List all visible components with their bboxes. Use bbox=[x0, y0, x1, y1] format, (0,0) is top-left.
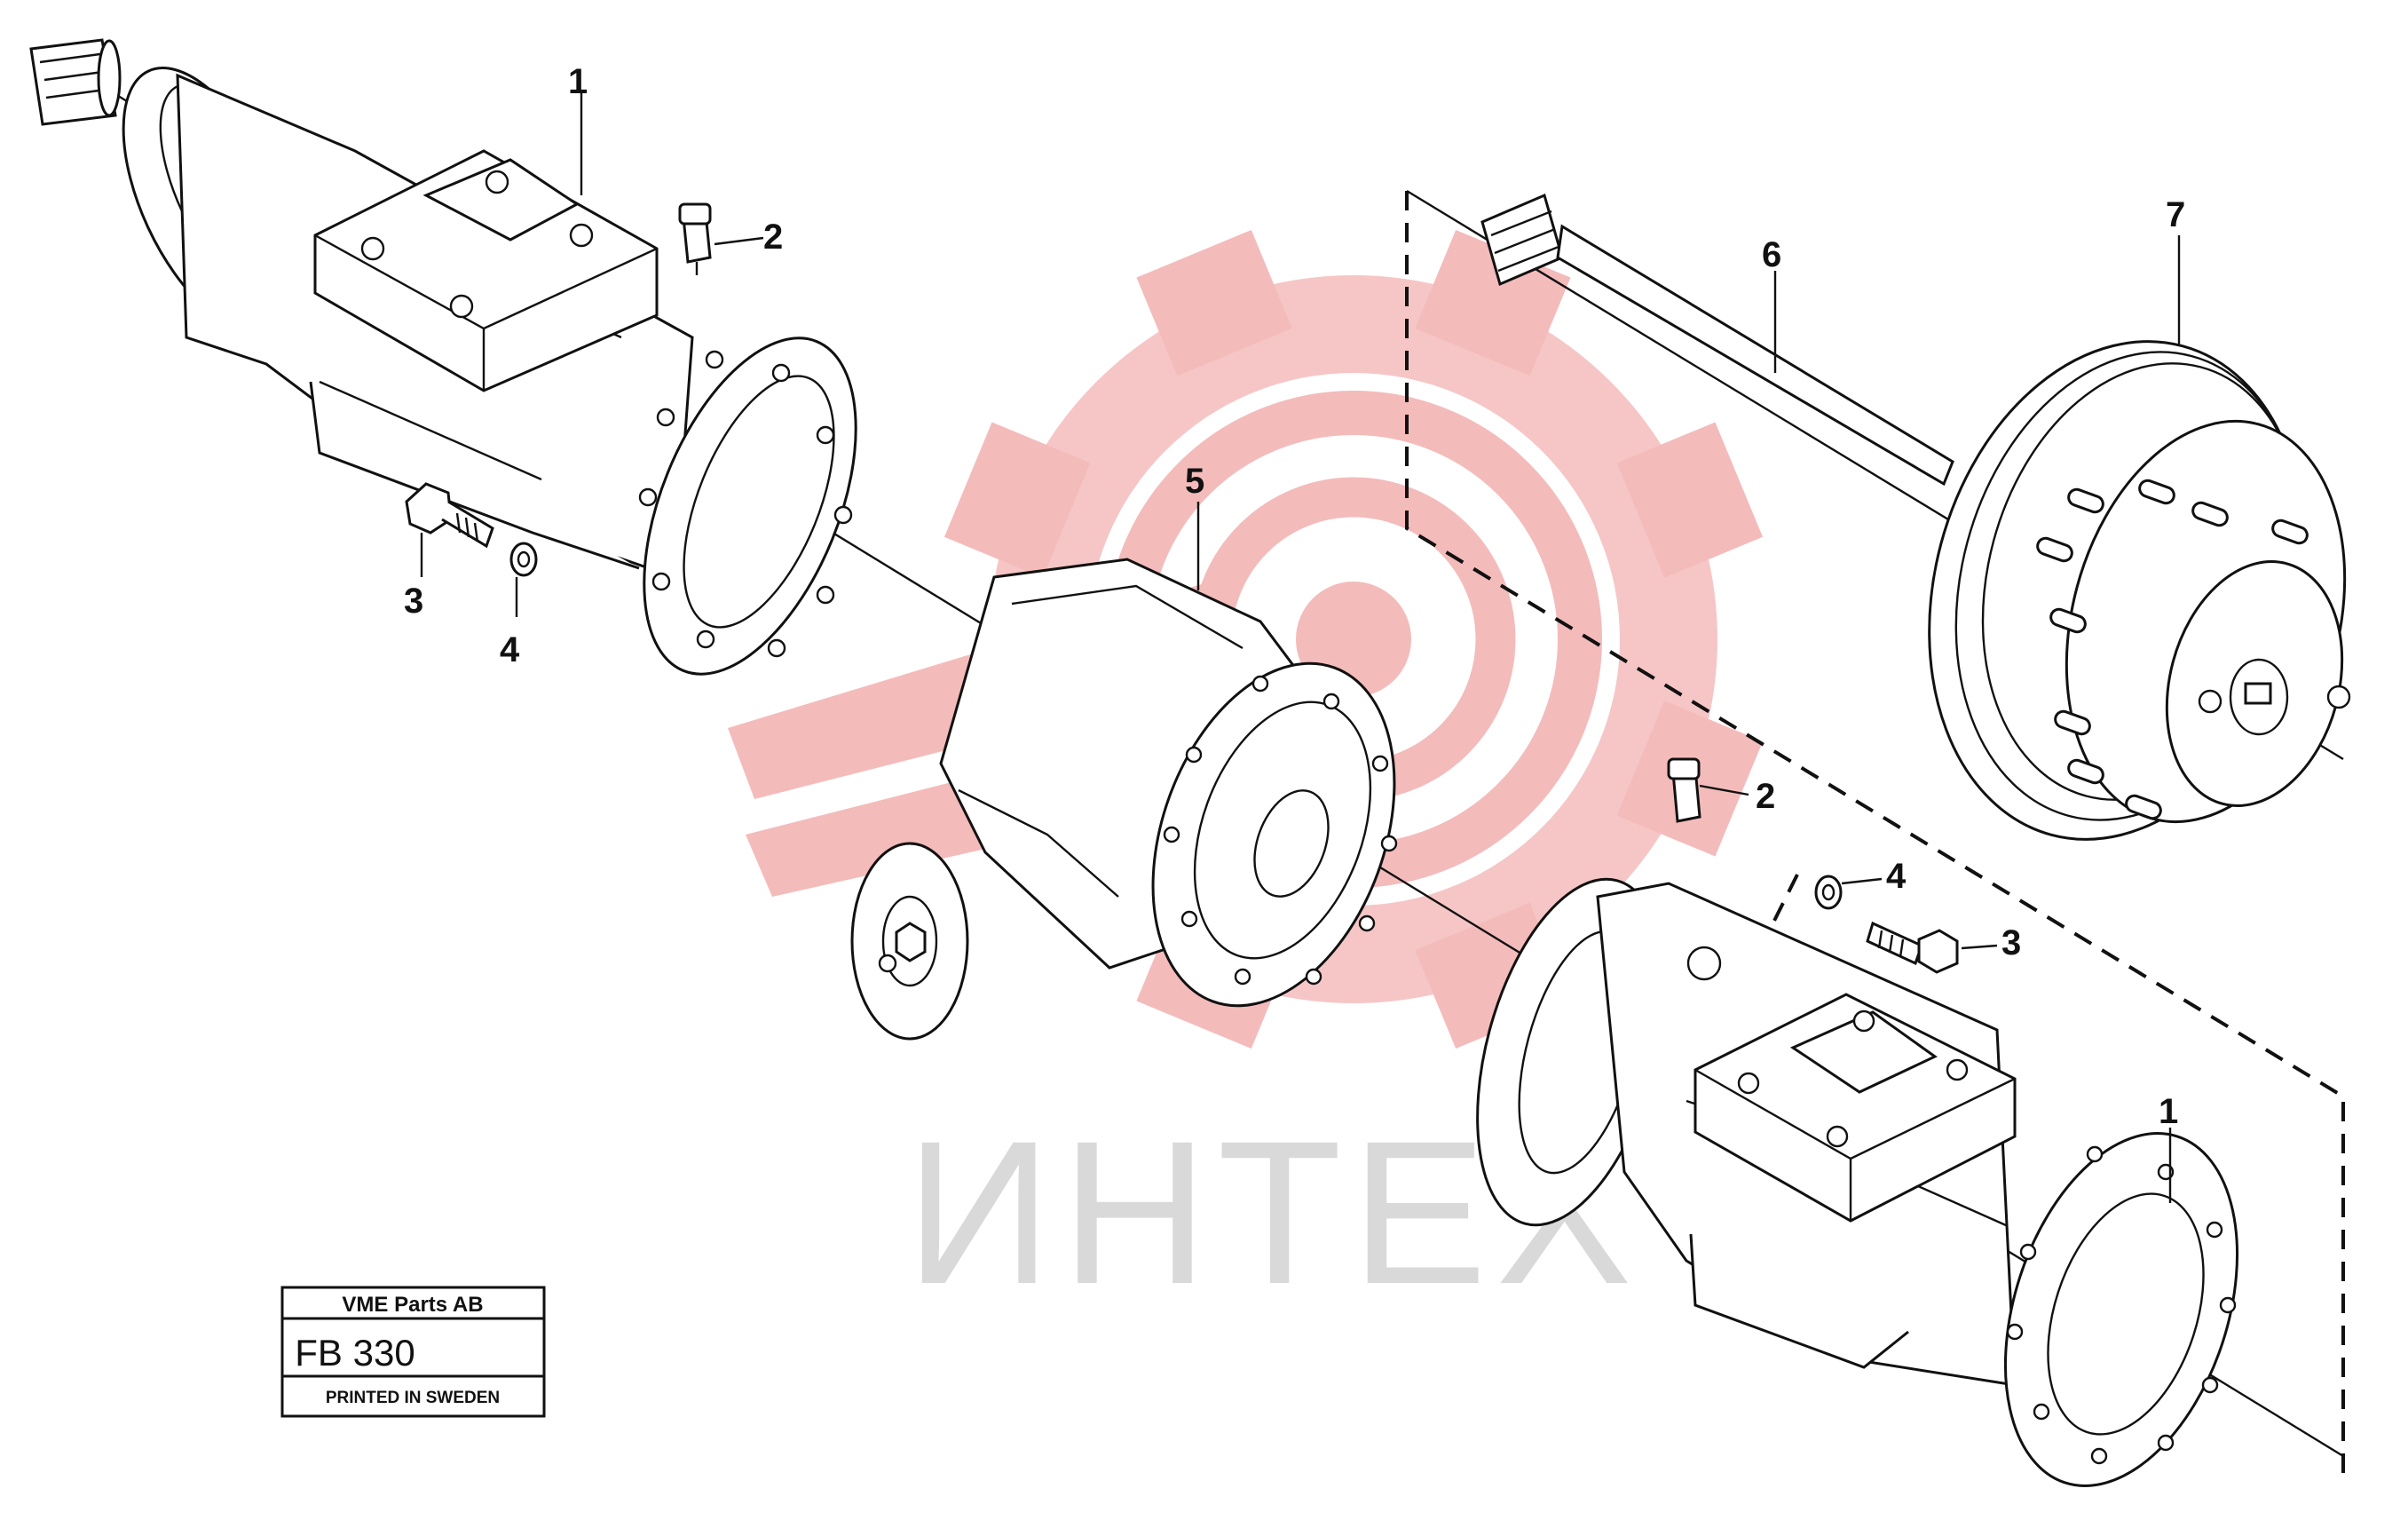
callout-2-lower: 2 bbox=[1756, 777, 1775, 816]
leader-lines bbox=[420, 93, 2181, 1203]
wheel-hub-brake-drum bbox=[1928, 340, 2351, 841]
callout-3-left: 3 bbox=[404, 582, 423, 621]
stamp-company: VME Parts AB bbox=[342, 1293, 483, 1317]
title-stamp: VME Parts AB FB 330 PRINTED IN SWEDEN bbox=[280, 1286, 546, 1418]
callout-5: 5 bbox=[1185, 462, 1204, 501]
callout-6: 6 bbox=[1762, 235, 1781, 274]
callout-4-left: 4 bbox=[500, 630, 520, 669]
gear-tooth bbox=[943, 422, 1091, 578]
axle-housing-right bbox=[1476, 877, 2239, 1487]
callout-3-right: 3 bbox=[2001, 923, 2021, 962]
callout-2-upper: 2 bbox=[763, 218, 783, 257]
bolt-right bbox=[1866, 921, 1959, 974]
callout-1-lower: 1 bbox=[2159, 1092, 2178, 1131]
stamp-printed: PRINTED IN SWEDEN bbox=[326, 1389, 500, 1407]
spline-shaft-end-left bbox=[29, 38, 122, 126]
bolt-left bbox=[405, 482, 494, 549]
callout-7: 7 bbox=[2166, 195, 2185, 234]
breather-valve-upper bbox=[678, 202, 712, 275]
gear-tooth bbox=[1616, 422, 1764, 578]
lock-washer-left bbox=[509, 542, 538, 577]
dashed-boundary-right bbox=[1405, 191, 2345, 1478]
differential-carrier bbox=[850, 558, 1398, 1041]
callout-4-right: 4 bbox=[1886, 857, 1907, 896]
drive-shaft bbox=[1480, 193, 1954, 487]
stamp-code: FB 330 bbox=[295, 1332, 414, 1374]
axle-housing-left bbox=[122, 67, 857, 676]
lock-washer-right bbox=[1814, 875, 1843, 910]
breather-valve-lower bbox=[1667, 757, 1701, 823]
callout-1-upper: 1 bbox=[568, 62, 588, 101]
gear-tooth bbox=[1136, 229, 1292, 376]
